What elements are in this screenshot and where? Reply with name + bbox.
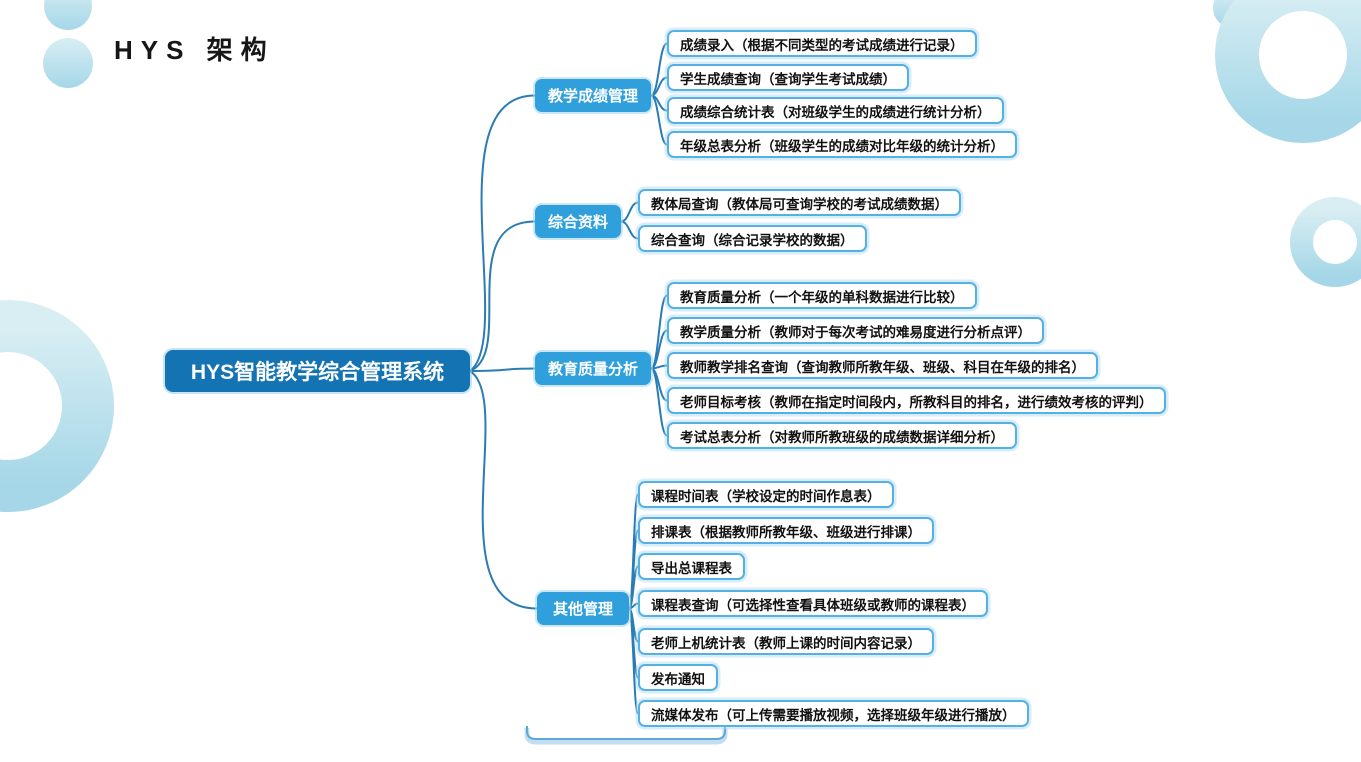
leaf-node[interactable]: 发布通知	[638, 664, 718, 691]
page-title: HYS 架构	[114, 35, 275, 65]
leaf-node[interactable]: 排课表（根据教师所教年级、班级进行排课）	[638, 517, 934, 544]
branch-node[interactable]: 教育质量分析	[535, 352, 651, 385]
branch-node[interactable]: 其他管理	[537, 592, 629, 625]
leaf-node[interactable]: 老师上机统计表（教师上课的时间内容记录）	[638, 628, 934, 655]
leaf-node[interactable]: 学生成绩查询（查询学生考试成绩）	[667, 64, 909, 91]
leaf-node[interactable]: 教体局查询（教体局可查询学校的考试成绩数据）	[638, 189, 961, 216]
leaf-node[interactable]: 年级总表分析（班级学生的成绩对比年级的统计分析）	[667, 131, 1017, 158]
branch-node[interactable]: 综合资料	[535, 205, 621, 238]
leaf-node[interactable]: 综合查询（综合记录学校的数据）	[638, 225, 867, 252]
leaf-node[interactable]: 考试总表分析（对教师所教班级的成绩数据详细分析）	[667, 422, 1017, 449]
leaf-node[interactable]: 老师目标考核（教师在指定时间段内，所教科目的排名，进行绩效考核的评判）	[667, 387, 1166, 414]
leaf-node[interactable]: 导出总课程表	[638, 553, 745, 580]
leaf-node[interactable]: 教师教学排名查询（查询教师所教年级、班级、科目在年级的排名）	[667, 352, 1098, 379]
leaf-node[interactable]: 成绩综合统计表（对班级学生的成绩进行统计分析）	[667, 97, 1004, 124]
leaf-node[interactable]: 课程时间表（学校设定的时间作息表）	[638, 481, 894, 508]
leaf-node[interactable]: 课程表查询（可选择性查看具体班级或教师的课程表）	[638, 590, 988, 617]
branch-node[interactable]: 教学成绩管理	[535, 79, 651, 112]
leaf-node[interactable]: 成绩录入（根据不同类型的考试成绩进行记录）	[667, 30, 977, 57]
root-node[interactable]: HYS智能教学综合管理系统	[165, 350, 470, 392]
leaf-node[interactable]: 教育质量分析（一个年级的单科数据进行比较）	[667, 282, 977, 309]
leaf-node[interactable]: 教学质量分析（教师对于每次考试的难易度进行分析点评）	[667, 317, 1044, 344]
leaf-node[interactable]: 流媒体发布（可上传需要播放视频，选择班级年级进行播放）	[638, 700, 1029, 727]
